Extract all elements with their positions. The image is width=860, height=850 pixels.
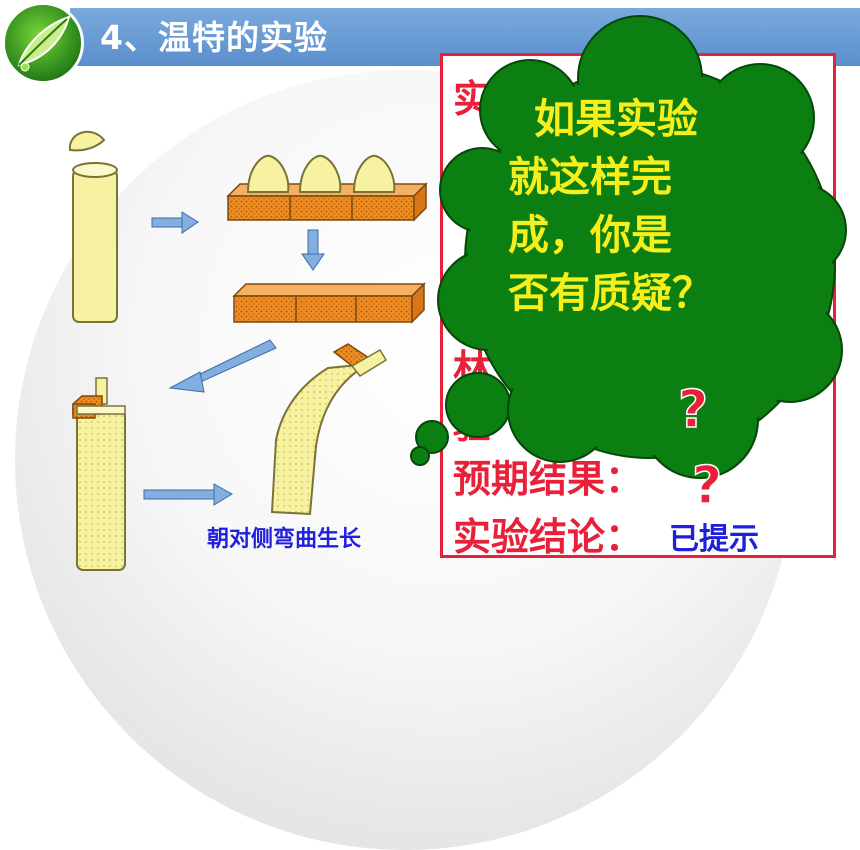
conclusion-label: 实验结论： [453,515,644,559]
diagram-caption: 朝对侧弯曲生长 [207,527,362,552]
callout-line: 否有质疑？ [508,269,713,317]
callout-text: 如果实验 就这样完 成，你是 否有质疑？ [508,90,748,322]
bent-coleoptile [270,343,388,516]
thought-cloud [410,15,847,479]
arrow-icon [301,229,325,271]
experiment-diagram [68,130,428,571]
question-mark-icon: ? [691,455,723,517]
arrow-icon [143,483,233,506]
coleoptile-cut-tip [68,130,118,323]
agar-block-with-tips [226,154,428,222]
arrow-icon [151,211,199,234]
coleoptile-with-block [72,377,126,571]
agar-block [232,282,426,324]
expected-result-label: 预期结果： [453,457,644,501]
conclusion-value: 已提示 [669,522,759,557]
callout-line: 就这样完 [508,153,672,201]
leaf-icon [17,15,71,72]
arrow-icon [168,339,277,393]
slide-title: 4、温特的实验 [100,18,328,57]
callout-line: 如果实验 [534,95,698,143]
logo [2,2,84,84]
callout-line: 成，你是 [508,211,672,259]
question-mark-icon: ? [677,379,709,441]
